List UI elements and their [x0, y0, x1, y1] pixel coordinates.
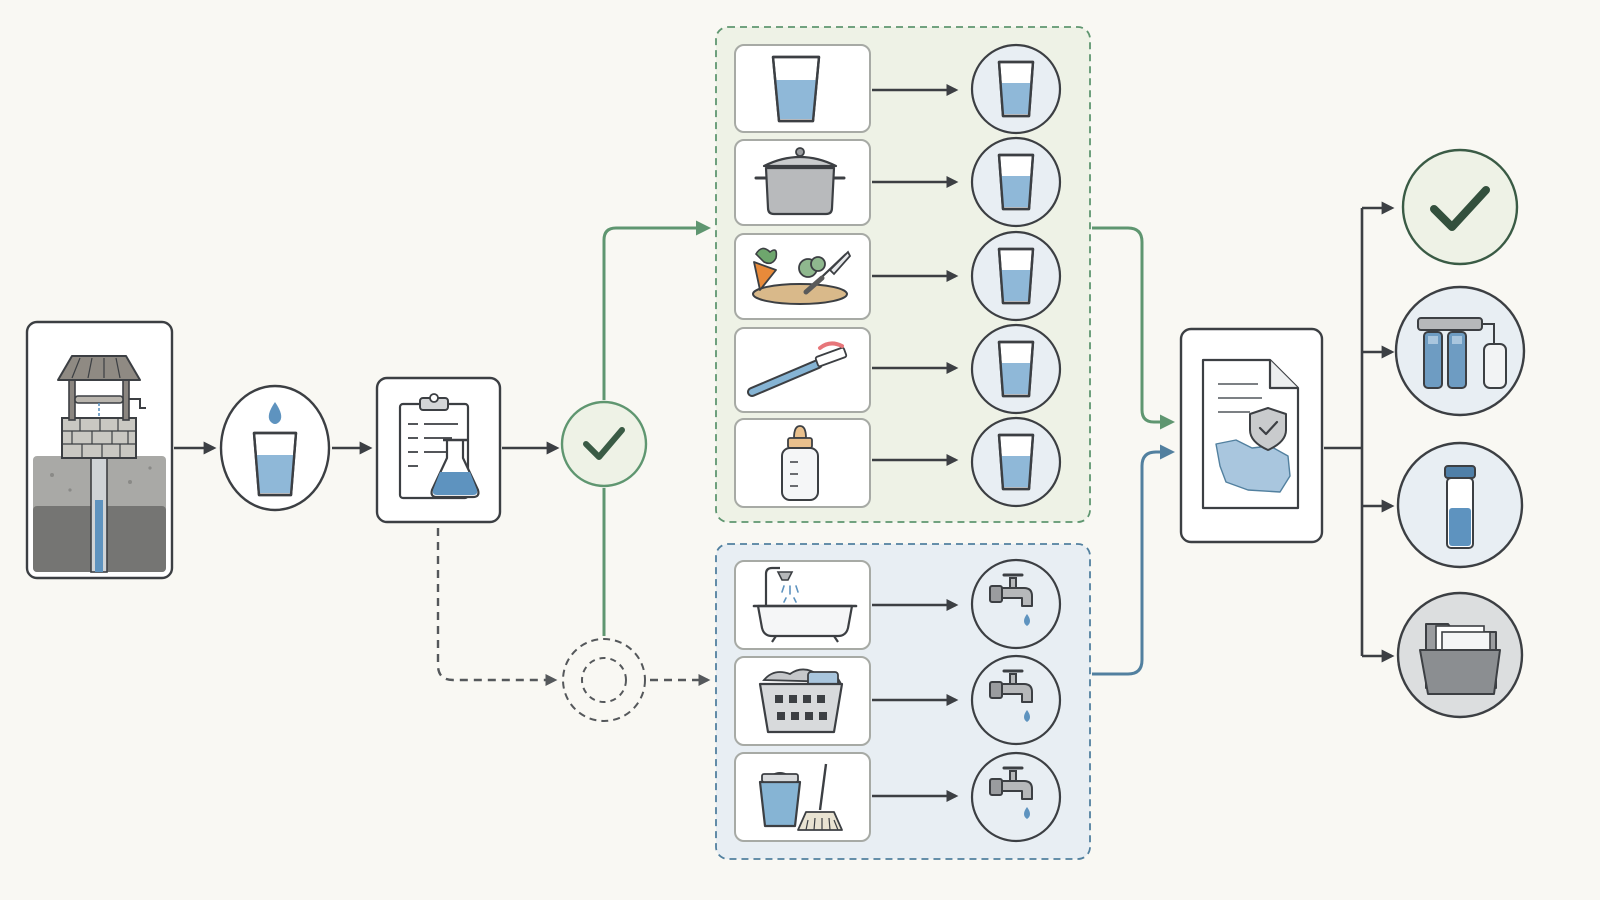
main-connectors — [174, 201, 1395, 686]
check-icon — [583, 427, 625, 460]
decision-fail-node — [562, 638, 646, 722]
decision-pass-node — [560, 400, 648, 488]
potable-row-2 — [734, 136, 1062, 228]
water-glass-icon — [997, 340, 1035, 398]
sample-node — [219, 384, 331, 512]
outcome-filtration — [1394, 285, 1526, 417]
report-node — [1179, 327, 1324, 544]
well-icon — [33, 355, 166, 573]
potable-row-1 — [734, 43, 1062, 135]
clipboard-flask-icon — [398, 393, 480, 500]
report-document-icon — [1201, 358, 1300, 510]
cooking-pot-icon — [754, 147, 846, 216]
arrow-test-to-fail — [436, 528, 558, 686]
records-folder-icon — [1419, 623, 1501, 695]
water-glass-icon — [997, 247, 1035, 305]
bathtub-shower-icon — [752, 566, 858, 643]
potable-row-4 — [734, 323, 1062, 415]
source-well-node — [25, 320, 174, 580]
potable-row-5 — [734, 416, 1062, 508]
arrow-non-potable-to-report — [1092, 444, 1175, 676]
food-prep-icon — [752, 247, 852, 305]
arrow-pass-to-potable — [602, 220, 711, 400]
non-potable-row-2 — [734, 654, 1062, 746]
lab-test-node — [375, 376, 502, 524]
bucket-mop-icon — [758, 763, 843, 831]
arrow-potable-to-report — [1092, 226, 1175, 430]
water-glass-icon — [997, 153, 1035, 211]
filtration-system-icon — [1417, 317, 1507, 389]
outcome-sample-vial — [1396, 441, 1524, 569]
water-glass-icon — [997, 433, 1035, 491]
water-drop-glass-icon — [252, 402, 298, 497]
drinking-glass-icon — [771, 55, 821, 123]
approved-check-icon — [1430, 186, 1490, 231]
toothbrush-icon — [747, 341, 848, 397]
dashed-circle-icon — [581, 657, 627, 703]
potable-row-3 — [734, 230, 1062, 322]
water-glass-icon — [997, 60, 1035, 118]
laundry-basket-icon — [758, 668, 844, 734]
baby-bottle-icon — [781, 425, 819, 501]
outcome-records — [1396, 591, 1524, 719]
non-potable-row-1 — [734, 558, 1062, 650]
non-potable-row-3 — [734, 751, 1062, 843]
sample-vial-icon — [1444, 465, 1476, 549]
outcome-approved — [1401, 148, 1519, 266]
